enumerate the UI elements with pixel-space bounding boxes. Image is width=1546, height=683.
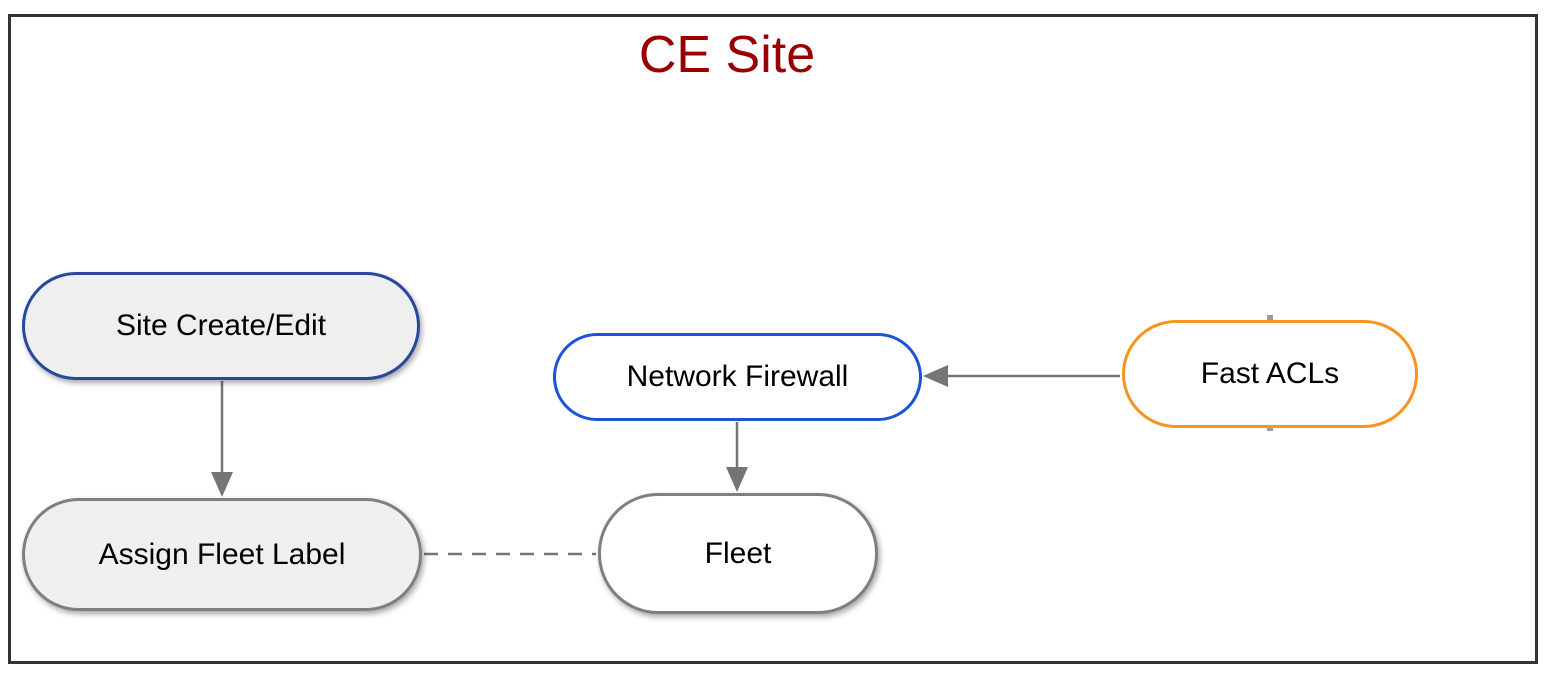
diagram-outer-frame — [8, 14, 1538, 664]
node-network-firewall[interactable]: Network Firewall — [553, 333, 922, 421]
node-assign-fleet-label-label: Assign Fleet Label — [98, 537, 346, 571]
node-site-create-edit[interactable]: Site Create/Edit — [22, 272, 420, 380]
node-fast-acls-label: Fast ACLs — [1200, 357, 1340, 390]
diagram-title: CE Site — [638, 26, 816, 84]
node-assign-fleet-label[interactable]: Assign Fleet Label — [22, 498, 422, 611]
node-fast-acls[interactable]: Fast ACLs — [1122, 320, 1418, 428]
node-fleet-label: Fleet — [704, 536, 772, 570]
node-fleet[interactable]: Fleet — [598, 493, 878, 614]
node-network-firewall-label: Network Firewall — [626, 360, 849, 393]
node-site-create-edit-label: Site Create/Edit — [115, 309, 327, 342]
